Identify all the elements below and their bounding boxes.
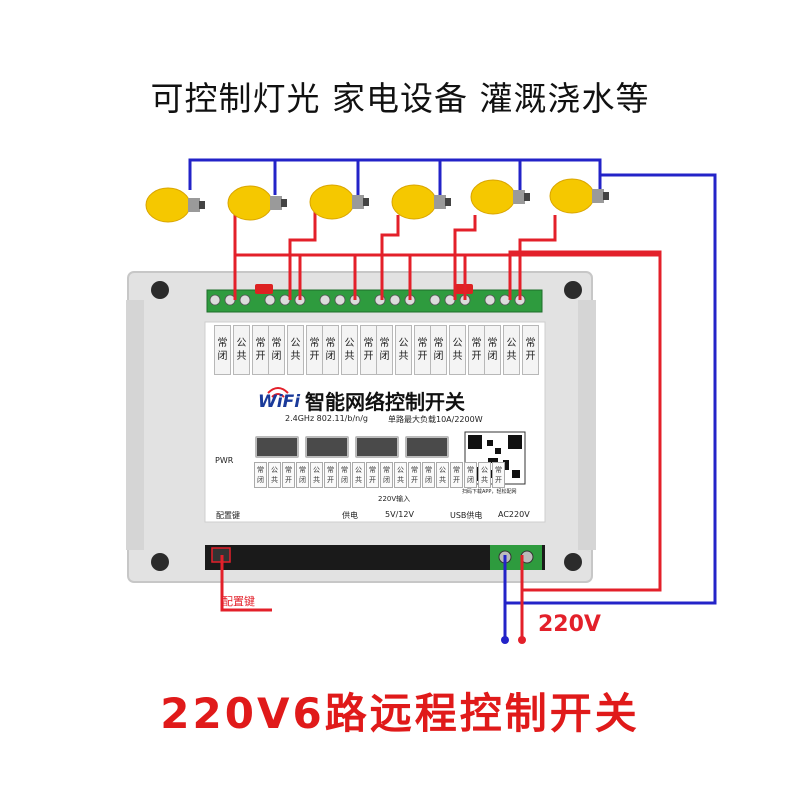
enclosure-rail-right xyxy=(578,300,596,550)
config-button-label: 配置键 xyxy=(222,595,255,608)
spec-left: 2.4GHz 802.11/b/n/g xyxy=(285,414,368,423)
mount-hole-tl xyxy=(151,281,169,299)
mini-terminal-row: 常闭 公共 常开 常闭 公共 常开 常闭 公共 常开 常闭 公共 常开 常闭 公… xyxy=(254,462,505,488)
input-label: 220V输入 xyxy=(378,495,411,503)
red-wire xyxy=(220,210,662,638)
relay-3 xyxy=(355,436,399,458)
channel-4-labels: 常闭 公共 常开 xyxy=(376,325,431,375)
channel-6-labels: 常闭 公共 常开 xyxy=(484,325,539,375)
top-caption: 可控制灯光 家电设备 灌溉浇水等 xyxy=(150,79,650,118)
blue-wire xyxy=(188,158,717,638)
blue-wire-end xyxy=(501,636,509,644)
board-usb-label: USB供电 xyxy=(450,511,483,520)
voltage-label: 220V xyxy=(538,612,601,637)
bulb-2 xyxy=(227,185,287,221)
board-title: 智能网络控制开关 xyxy=(305,390,465,414)
bulb-3 xyxy=(309,184,369,220)
board-power-label: 供电 xyxy=(342,511,358,520)
channel-1-labels: 常闭 公共 常开 xyxy=(214,325,269,375)
enclosure-rail-left xyxy=(126,300,144,550)
channel-5-labels: 常闭 公共 常开 xyxy=(430,325,485,375)
channel-3-labels: 常闭 公共 常开 xyxy=(322,325,377,375)
bulb-5 xyxy=(470,179,530,215)
wifi-icon xyxy=(267,387,289,398)
pwr-label: PWR xyxy=(215,456,234,465)
relay-2 xyxy=(305,436,349,458)
mount-hole-bl xyxy=(151,553,169,571)
channel-2-labels: 常闭 公共 常开 xyxy=(268,325,323,375)
qr-caption: 扫码下载APP，轻松配网 xyxy=(462,489,517,495)
spec-right: 单路最大负载10A/2200W xyxy=(388,415,483,424)
board-dc-label: 5V/12V xyxy=(385,510,414,519)
ac-terminal xyxy=(490,545,542,570)
bottom-title: 220V6路远程控制开关 xyxy=(160,689,640,738)
board-ac-label: AC220V xyxy=(498,510,530,519)
bottom-pcb-strip xyxy=(205,545,545,570)
board-config-label: 配置键 xyxy=(216,511,240,520)
bulb-4 xyxy=(391,184,451,220)
mount-hole-br xyxy=(564,553,582,571)
mount-hole-tr xyxy=(564,281,582,299)
relay-4 xyxy=(405,436,449,458)
wifi-brand: WiFi xyxy=(258,392,301,412)
bulb-6 xyxy=(549,178,609,214)
bulb-1 xyxy=(145,187,205,223)
relay-1 xyxy=(255,436,299,458)
red-wire-end xyxy=(518,636,526,644)
